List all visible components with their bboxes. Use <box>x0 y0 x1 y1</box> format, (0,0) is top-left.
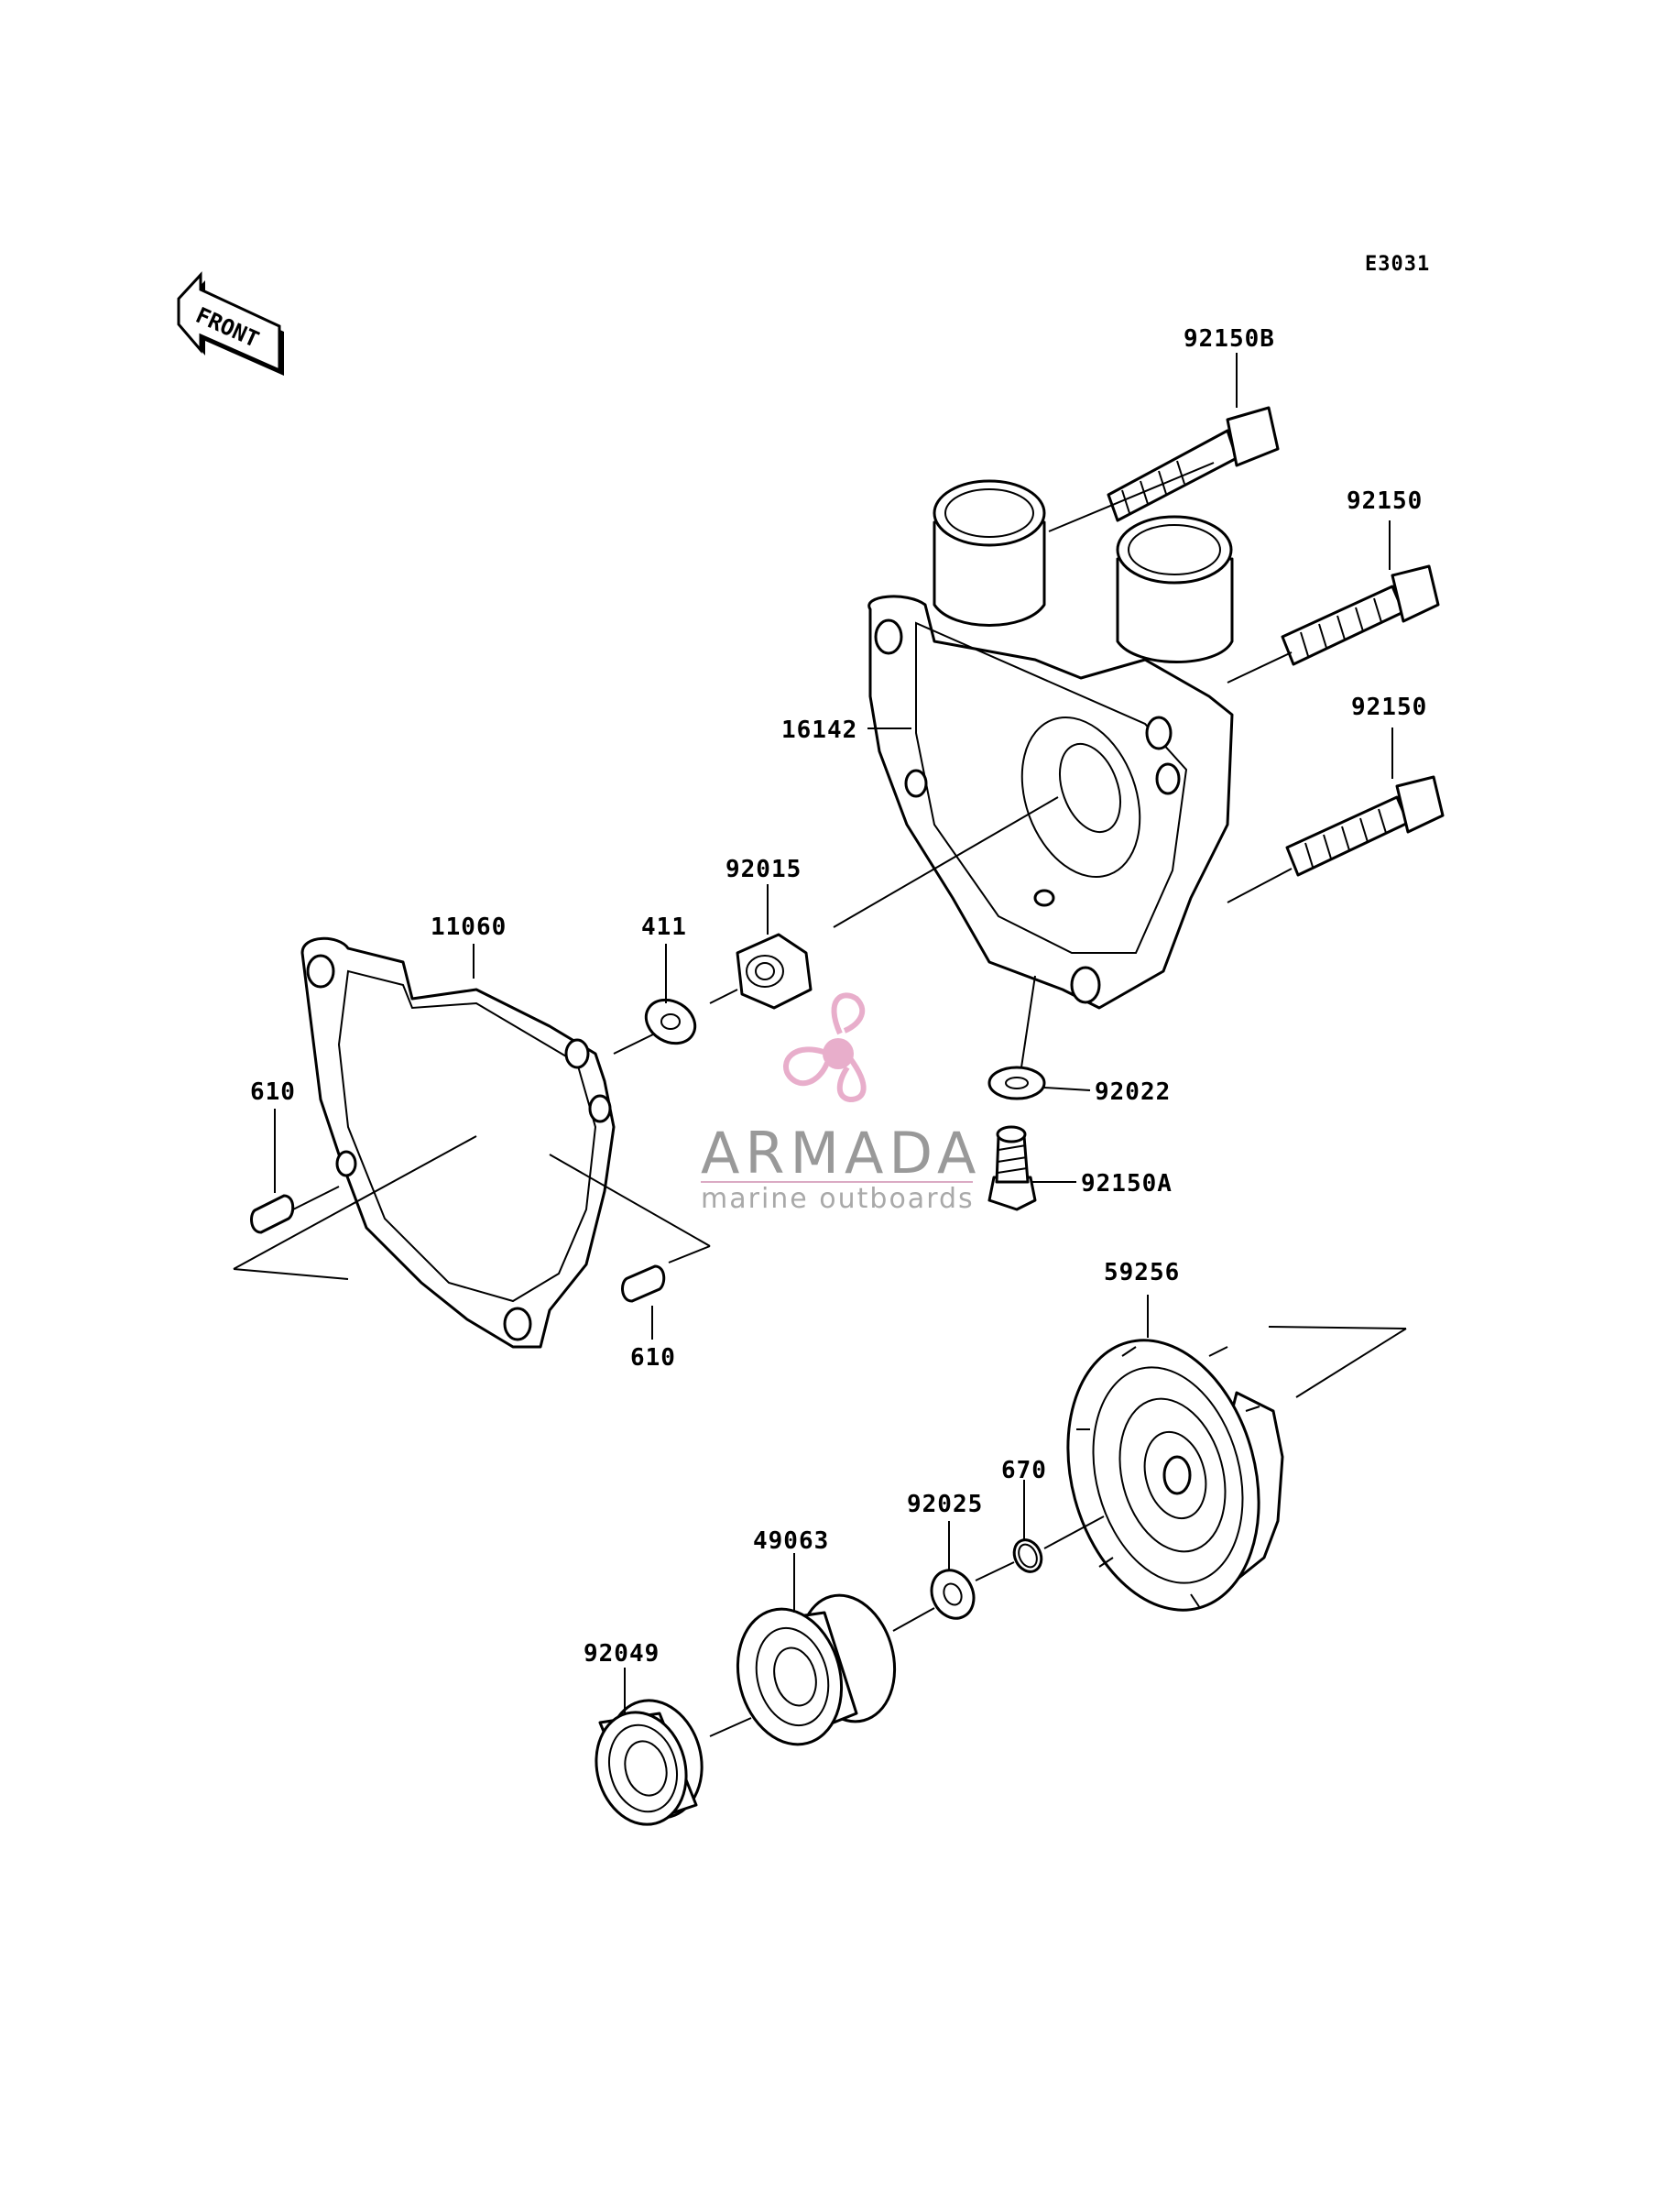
label-411: 411 <box>641 914 687 941</box>
label-610-bottom: 610 <box>630 1344 676 1372</box>
label-11060: 11060 <box>431 914 507 941</box>
impeller-59256 <box>1066 1339 1284 1612</box>
washer-92025 <box>930 1569 976 1620</box>
mechanical-seal-49063 <box>736 1593 897 1746</box>
o-ring-670 <box>1012 1538 1043 1573</box>
label-59256: 59256 <box>1104 1259 1180 1286</box>
label-92015: 92015 <box>725 856 802 883</box>
water-pump-housing <box>867 479 1234 1010</box>
diagram-code: E3031 <box>1365 253 1430 276</box>
washer-92022 <box>987 1066 1046 1100</box>
label-leaders <box>274 353 1393 1713</box>
label-610-left: 610 <box>250 1078 296 1106</box>
center-lines <box>233 462 1407 1737</box>
dowel-pin-610-left <box>250 1194 295 1234</box>
washer-411 <box>644 998 697 1045</box>
watermark-tagline: marine outboards <box>701 1183 975 1215</box>
bolt-92150-upper <box>1281 564 1440 666</box>
label-92025: 92025 <box>907 1491 983 1518</box>
propeller-hub-icon <box>823 1038 854 1069</box>
dowel-pin-610-bottom <box>621 1264 666 1303</box>
label-670: 670 <box>1001 1457 1047 1484</box>
label-92150A: 92150A <box>1081 1170 1173 1198</box>
propeller-logo-icon <box>783 992 867 1103</box>
gasket-11060 <box>300 936 616 1349</box>
bolt-92150-lower <box>1285 775 1445 877</box>
part-labels: 92150B 92150 92150 16142 92015 11060 411… <box>250 325 1427 1668</box>
front-arrow-icon: FRONT <box>177 271 284 376</box>
label-92022: 92022 <box>1095 1078 1171 1106</box>
nut-92015 <box>736 933 813 1010</box>
label-16142: 16142 <box>781 717 857 744</box>
label-49063: 49063 <box>753 1527 829 1555</box>
label-92049: 92049 <box>584 1640 660 1668</box>
armada-watermark: ARMADA marine outboards <box>701 992 981 1215</box>
label-92150B: 92150B <box>1184 325 1275 353</box>
oil-seal-92049 <box>595 1699 704 1826</box>
watermark-brand: ARMADA <box>701 1120 981 1187</box>
drain-bolt-92150A <box>987 1125 1037 1211</box>
bolt-92150B <box>1107 406 1280 522</box>
label-92150-upper: 92150 <box>1347 487 1423 515</box>
label-92150-lower: 92150 <box>1351 694 1427 721</box>
